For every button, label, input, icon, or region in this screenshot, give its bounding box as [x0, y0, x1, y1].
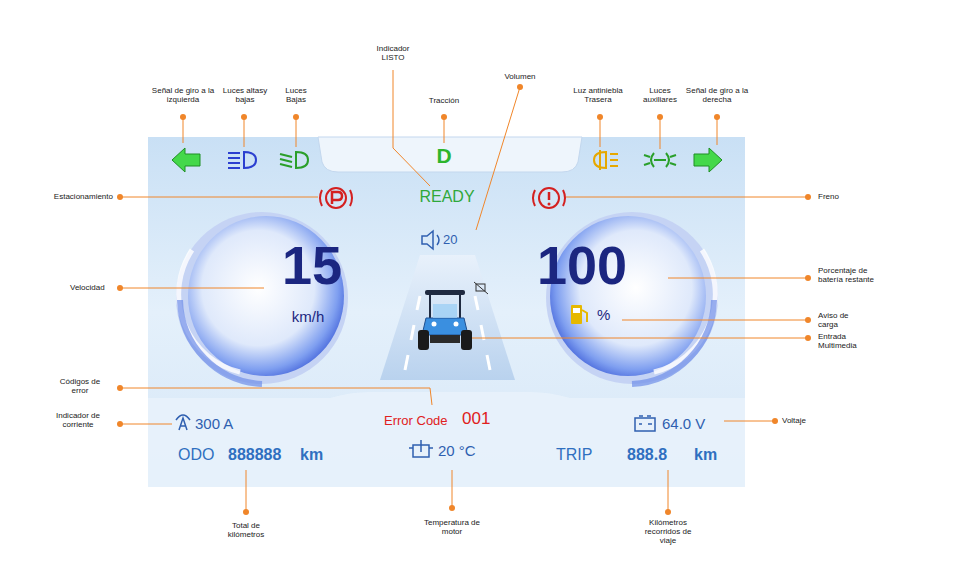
leader-lines [120, 70, 808, 512]
gear-indicator: D [436, 145, 451, 166]
callout-label: Luces auxiliares [638, 86, 683, 104]
parking-icon [320, 188, 352, 208]
top-tab [318, 137, 582, 172]
trip-unit: km [694, 447, 717, 463]
callout-label: Señal de giro a la derecha [682, 86, 752, 104]
motor-temp-icon [409, 440, 433, 457]
high-beam-icon [228, 152, 256, 168]
leader-dots [117, 84, 811, 515]
callout-label: Voltaje [782, 416, 832, 425]
callout-label: Total de kilómetros [219, 521, 274, 539]
callout-label: Indicador de corriente [53, 411, 103, 429]
callout-label: Freno [818, 192, 878, 201]
rear-fog-icon [594, 150, 618, 170]
bottom-bar [148, 392, 745, 487]
callout-label: Entrada Multimedia [818, 332, 878, 350]
odo-unit: km [300, 447, 323, 463]
speed-value: 15 [282, 238, 342, 292]
odo-value: 888888 [228, 447, 281, 463]
callout-label: Estacionamiento [23, 192, 113, 201]
callout-label: Kilómetros recorridos de viaje [641, 518, 696, 546]
road-lines [405, 296, 490, 370]
current-icon [176, 415, 190, 430]
right-turn-arrow [694, 148, 722, 172]
error-code-value: 001 [462, 410, 490, 427]
callout-label: Señal de giro a la izquierda [148, 86, 218, 104]
error-code-label: Error Code [384, 414, 448, 427]
motor-temp-value: 20 °C [438, 443, 476, 458]
multimedia-icon [474, 282, 488, 294]
cart-illustration [418, 290, 472, 350]
low-beam-icon [280, 152, 308, 168]
speaker-wave [437, 235, 439, 245]
callout-label: Volumen [490, 72, 550, 81]
speaker-icon [422, 231, 433, 249]
callout-label: Códigos de error [55, 377, 105, 395]
callout-label: Velocidad [70, 283, 115, 292]
odo-label: ODO [178, 447, 214, 463]
battery-unit: % [597, 307, 610, 322]
callout-label: Luz antiniebla Trasera [563, 86, 633, 104]
speed-gauge [176, 212, 348, 384]
brake-icon [533, 188, 565, 208]
current-value: 300 A [195, 416, 233, 431]
ready-text: READY [419, 189, 474, 205]
callout-label: Temperatura de motor [422, 518, 482, 536]
speed-unit: km/h [292, 309, 325, 324]
battery-icon [635, 416, 655, 431]
callout-label: Luces altasy bajas [223, 86, 268, 104]
callout-label: Tracción [414, 96, 474, 105]
trip-value: 888.8 [627, 447, 667, 463]
voltage-value: 64.0 V [662, 416, 705, 431]
callout-label: Aviso de carga [818, 311, 863, 329]
left-turn-arrow [172, 148, 200, 172]
battery-value: 100 [537, 238, 627, 292]
road [380, 255, 515, 380]
volume-value: 20 [443, 233, 457, 246]
callout-label: Porcentaje de batería restante [818, 266, 888, 284]
trip-label: TRIP [556, 447, 592, 463]
callout-label: Luces Bajas [278, 86, 314, 104]
charging-icon [571, 305, 587, 324]
aux-lights-icon [644, 153, 676, 167]
screen-panel [148, 137, 745, 487]
callout-label: Indicador LISTO [368, 44, 418, 62]
